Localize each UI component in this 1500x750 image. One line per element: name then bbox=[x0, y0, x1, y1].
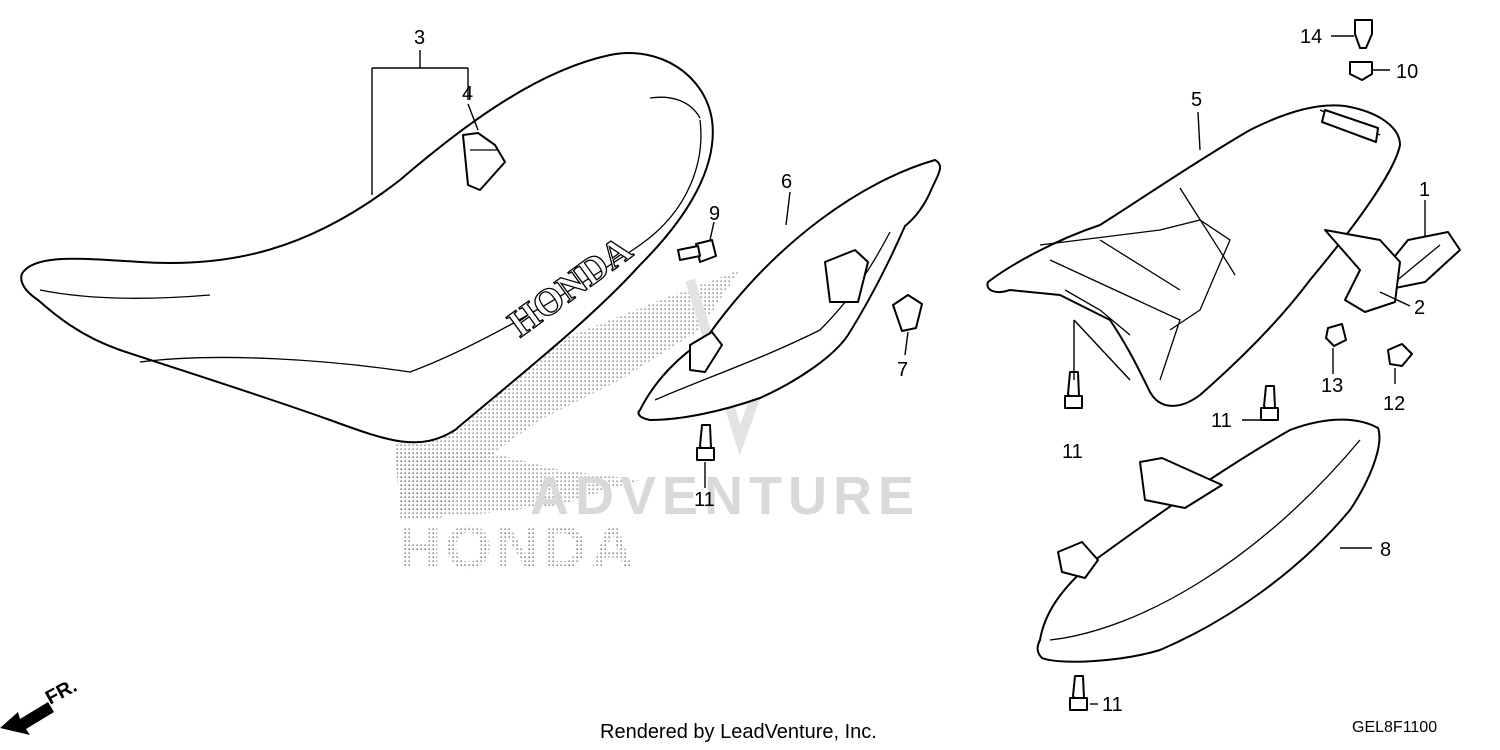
callout-5: 5 bbox=[1191, 89, 1202, 111]
callout-11-b: 11 bbox=[1062, 441, 1083, 463]
bolt-part-14 bbox=[1354, 19, 1373, 49]
watermark-brand-text: HONDA bbox=[398, 514, 638, 581]
callout-13: 13 bbox=[1321, 375, 1343, 397]
side-cover-part-8 bbox=[1036, 418, 1381, 663]
callout-9: 9 bbox=[709, 203, 720, 225]
callout-3: 3 bbox=[414, 27, 425, 49]
callout-2: 2 bbox=[1414, 297, 1425, 319]
nut-part-13 bbox=[1325, 323, 1347, 347]
rubber-part-7 bbox=[892, 294, 923, 332]
rendered-by-credit: Rendered by LeadVenture, Inc. bbox=[600, 721, 877, 743]
rear-fender-part-5 bbox=[986, 104, 1401, 407]
screw-part-11-b bbox=[1064, 371, 1083, 409]
front-direction-indicator: FR. bbox=[0, 675, 81, 735]
seat-insert-part-4 bbox=[462, 132, 506, 191]
callout-14: 14 bbox=[1300, 26, 1322, 48]
callout-labels: 3 4 6 9 7 11 5 14 10 1 2 13 12 11 11 8 1… bbox=[414, 26, 1430, 716]
callout-8: 8 bbox=[1380, 539, 1391, 561]
front-arrow-icon bbox=[0, 702, 54, 735]
leader-lines bbox=[371, 35, 1426, 705]
watermark-wing-shape-lower bbox=[395, 450, 640, 515]
watermark-lead-text: ADVENTURE bbox=[530, 466, 920, 526]
callout-12: 12 bbox=[1383, 393, 1405, 415]
callout-1: 1 bbox=[1419, 179, 1430, 201]
watermark: HONDA ADVENTURE bbox=[395, 270, 920, 581]
side-bracket-part-6 bbox=[637, 159, 942, 421]
reflector-bracket-part-2 bbox=[1324, 229, 1401, 313]
screw-part-11-c bbox=[1260, 385, 1279, 421]
screw-part-11-a bbox=[696, 424, 715, 461]
callout-11-c: 11 bbox=[1211, 410, 1232, 432]
callout-11-d: 11 bbox=[1102, 694, 1123, 716]
callout-7: 7 bbox=[897, 359, 908, 381]
bolt-part-9 bbox=[677, 239, 717, 263]
diagram-code: GEL8F1100 bbox=[1352, 719, 1437, 736]
screw-part-11-d bbox=[1069, 675, 1088, 711]
nut-part-12 bbox=[1387, 343, 1413, 367]
callout-6: 6 bbox=[781, 171, 792, 193]
seat-part-3: HONDA bbox=[20, 52, 714, 444]
collar-part-10 bbox=[1349, 61, 1373, 81]
callout-4: 4 bbox=[462, 83, 473, 105]
callout-11-a: 11 bbox=[694, 489, 715, 511]
callout-10: 10 bbox=[1396, 61, 1418, 83]
